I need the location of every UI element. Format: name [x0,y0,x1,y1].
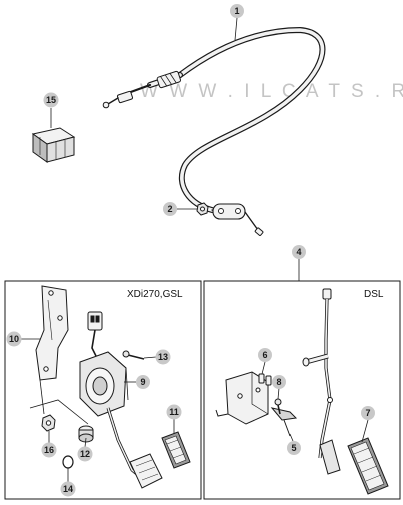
callout-12: 12 [77,446,93,462]
svg-text:4: 4 [296,247,301,257]
pedal-pad-right [347,437,389,495]
callout-11: 11 [166,404,182,420]
watermark: W W W . I L C A T S . R U [140,81,403,102]
svg-text:9: 9 [140,377,145,387]
svg-text:2: 2 [167,204,172,214]
callout-5: 5 [287,441,301,455]
callout-9: 9 [136,375,150,389]
svg-text:1: 1 [234,6,239,16]
bracket-nut [41,414,56,432]
callout-6: 6 [258,348,272,362]
panel-xdi-gsl [4,280,202,500]
pedal-bracket-plate [35,285,69,381]
callout-1: 1 [230,4,244,18]
callout-8: 8 [272,375,286,389]
svg-text:8: 8 [276,377,281,387]
callout-7: 7 [361,406,375,420]
svg-text:5: 5 [291,443,296,453]
callout-15: 15 [43,92,59,108]
svg-text:14: 14 [63,484,73,494]
svg-text:7: 7 [365,408,370,418]
clips [258,373,272,386]
panel-label-left: XDi270,GSL [127,289,183,300]
svg-text:10: 10 [9,334,19,344]
clip-ring [62,455,74,469]
svg-text:11: 11 [169,407,179,417]
callout-10: 10 [6,331,22,347]
pedal-bracket [215,371,298,437]
callout-16: 16 [41,442,57,458]
pedal-arm-dsl [302,288,341,475]
svg-text:13: 13 [158,352,168,362]
svg-text:6: 6 [262,350,267,360]
cable-nut [196,202,209,216]
screw [122,350,145,360]
connector-block [31,127,76,163]
svg-text:16: 16 [44,445,54,455]
callout-4: 4 [292,245,306,259]
callout-2: 2 [163,202,177,216]
pedal-sensor-assembly [79,311,163,489]
svg-text:12: 12 [80,449,90,459]
panel-label-right: DSL [364,289,384,300]
leader-lines [21,17,369,482]
bolt [274,398,282,415]
callout-14: 14 [60,481,76,497]
accelerator-cable [102,26,326,236]
svg-text:15: 15 [46,95,56,105]
pedal-pad-left [161,431,191,469]
callout-13: 13 [155,349,171,365]
panel-dsl [203,280,401,500]
